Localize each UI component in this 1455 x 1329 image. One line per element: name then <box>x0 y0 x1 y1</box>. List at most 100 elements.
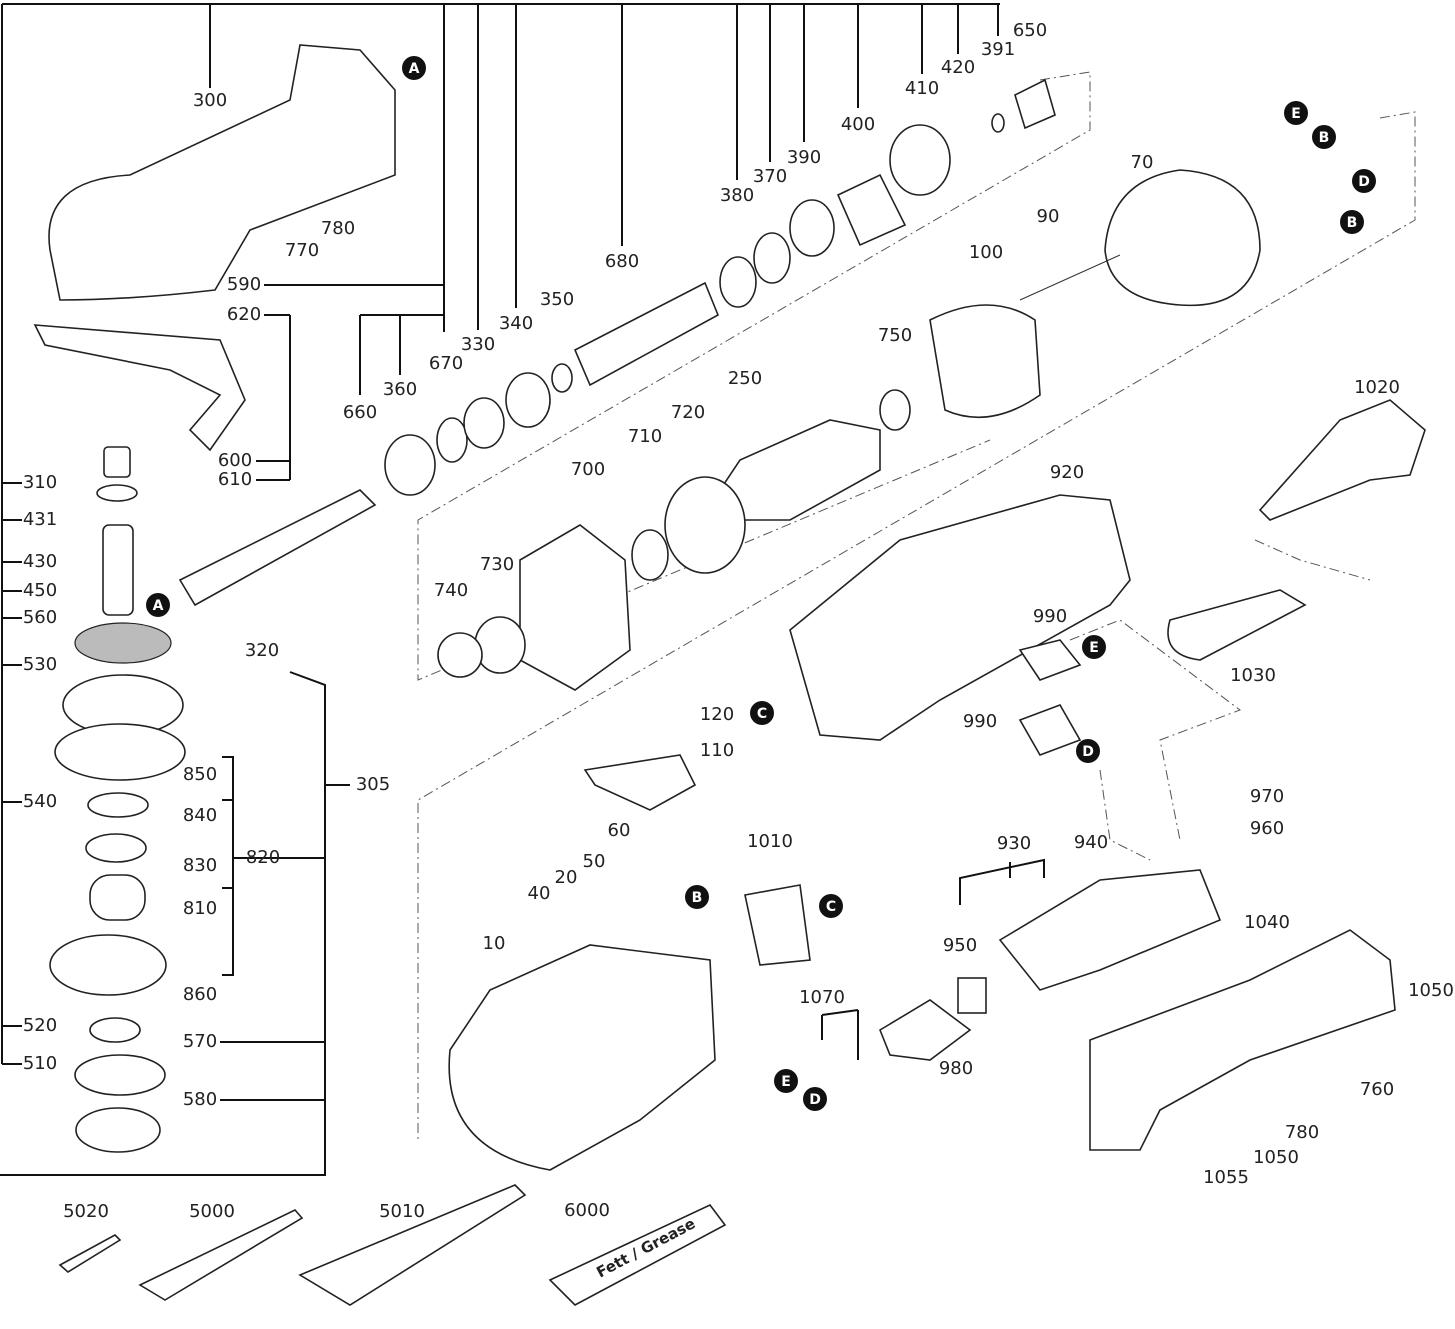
part-label-20: 20 <box>555 867 578 888</box>
part-label-410: 410 <box>905 78 939 99</box>
marker-letter: B <box>1319 130 1330 146</box>
part-label-380: 380 <box>720 185 754 206</box>
part-label-750: 750 <box>878 325 912 346</box>
part-label-780: 780 <box>321 218 355 239</box>
marker-letter: B <box>692 890 703 906</box>
part-label-330: 330 <box>461 334 495 355</box>
part-label-1055: 1055 <box>1203 1167 1249 1188</box>
part-label-830: 830 <box>183 855 217 876</box>
part-label-1010: 1010 <box>747 831 793 852</box>
part-label-620: 620 <box>227 304 261 325</box>
part-label-100: 100 <box>969 242 1003 263</box>
part-label-740: 740 <box>434 580 468 601</box>
part-label-720: 720 <box>671 402 705 423</box>
part-label-110: 110 <box>700 740 734 761</box>
part-label-930: 930 <box>997 833 1031 854</box>
part-label-730: 730 <box>480 554 514 575</box>
part-label-1030: 1030 <box>1230 665 1276 686</box>
part-label-940: 940 <box>1074 832 1108 853</box>
part-label-590: 590 <box>227 274 261 295</box>
part-label-391: 391 <box>981 39 1015 60</box>
part-label-1040: 1040 <box>1244 912 1290 933</box>
part-label-990: 990 <box>963 711 997 732</box>
part-label-680: 680 <box>605 251 639 272</box>
marker-circle <box>774 1069 798 1093</box>
marker-letter: D <box>1082 744 1094 760</box>
part-label-431: 431 <box>23 509 57 530</box>
connection-marker-d: D <box>803 1087 827 1111</box>
part-number-labels: 3007707805906206006103104314304505605305… <box>23 20 1454 1222</box>
part-label-840: 840 <box>183 805 217 826</box>
bracket-lines <box>0 3 1045 1176</box>
part-label-5010: 5010 <box>379 1201 425 1222</box>
part-label-510: 510 <box>23 1053 57 1074</box>
part-label-350: 350 <box>540 289 574 310</box>
part-label-650: 650 <box>1013 20 1047 41</box>
part-label-600: 600 <box>218 450 252 471</box>
part-label-920: 920 <box>1050 462 1084 483</box>
marker-circle <box>685 885 709 909</box>
connection-marker-a: A <box>402 56 426 80</box>
marker-letter: C <box>757 706 767 722</box>
part-label-40: 40 <box>528 883 551 904</box>
part-label-90: 90 <box>1037 206 1060 227</box>
marker-letter: D <box>809 1092 821 1108</box>
marker-circle <box>1352 169 1376 193</box>
part-label-950: 950 <box>943 935 977 956</box>
marker-circle <box>146 593 170 617</box>
marker-letter: A <box>409 61 420 77</box>
marker-letter: B <box>1347 215 1358 231</box>
part-label-1050: 1050 <box>1253 1147 1299 1168</box>
part-label-300: 300 <box>193 90 227 111</box>
part-label-810: 810 <box>183 898 217 919</box>
marker-circle <box>1312 125 1336 149</box>
connection-marker-a: A <box>146 593 170 617</box>
part-label-450: 450 <box>23 580 57 601</box>
part-label-360: 360 <box>383 379 417 400</box>
part-label-120: 120 <box>700 704 734 725</box>
marker-letter: E <box>1089 640 1099 656</box>
part-label-660: 660 <box>343 402 377 423</box>
part-label-1020: 1020 <box>1354 377 1400 398</box>
marker-circle <box>1284 101 1308 125</box>
connection-marker-d: D <box>1352 169 1376 193</box>
part-label-430: 430 <box>23 551 57 572</box>
marker-letter: A <box>153 598 164 614</box>
part-label-1050: 1050 <box>1408 980 1454 1001</box>
connection-marker-b: B <box>1340 210 1364 234</box>
part-label-770: 770 <box>285 240 319 261</box>
connection-marker-d: D <box>1076 739 1100 763</box>
part-label-850: 850 <box>183 764 217 785</box>
part-label-980: 980 <box>939 1058 973 1079</box>
marker-letter: E <box>1291 106 1301 122</box>
part-label-820: 820 <box>246 847 280 868</box>
part-label-700: 700 <box>571 459 605 480</box>
part-label-1070: 1070 <box>799 987 845 1008</box>
part-label-530: 530 <box>23 654 57 675</box>
part-label-570: 570 <box>183 1031 217 1052</box>
connection-marker-c: C <box>819 894 843 918</box>
part-label-10: 10 <box>483 933 506 954</box>
part-label-520: 520 <box>23 1015 57 1036</box>
marker-letter: E <box>781 1074 791 1090</box>
part-label-540: 540 <box>23 791 57 812</box>
part-label-50: 50 <box>583 851 606 872</box>
connection-marker-e: E <box>774 1069 798 1093</box>
connection-marker-e: E <box>1284 101 1308 125</box>
part-label-860: 860 <box>183 984 217 1005</box>
part-label-560: 560 <box>23 607 57 628</box>
part-label-5020: 5020 <box>63 1201 109 1222</box>
connection-marker-b: B <box>1312 125 1336 149</box>
part-label-320: 320 <box>245 640 279 661</box>
part-label-990: 990 <box>1033 606 1067 627</box>
part-drawings: Fett / Grease <box>33 44 1426 1306</box>
marker-circle <box>402 56 426 80</box>
part-label-580: 580 <box>183 1089 217 1110</box>
part-label-250: 250 <box>728 368 762 389</box>
part-label-400: 400 <box>841 114 875 135</box>
part-label-960: 960 <box>1250 818 1284 839</box>
part-label-710: 710 <box>628 426 662 447</box>
part-label-310: 310 <box>23 472 57 493</box>
